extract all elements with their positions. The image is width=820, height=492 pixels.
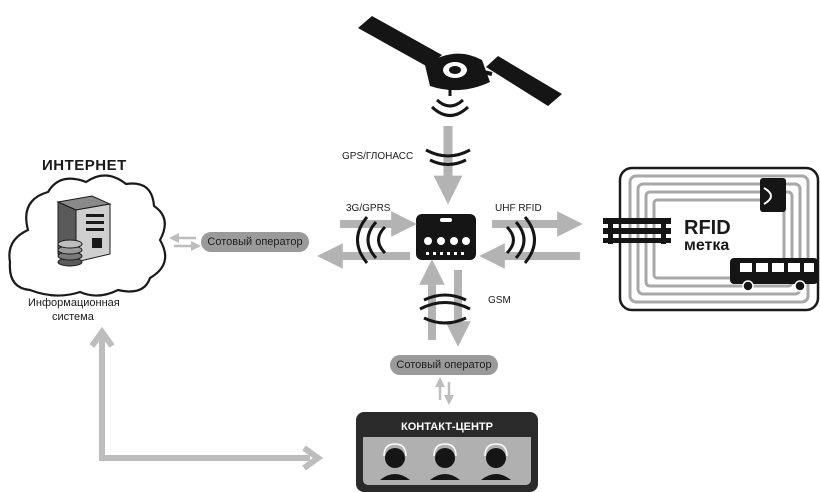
bus-icon	[730, 258, 818, 292]
internet-title: ИНТЕРНЕТ	[42, 157, 127, 174]
exchange-arrows-icon	[169, 233, 201, 251]
cellular-operator-badge: Сотовый оператор	[390, 355, 498, 375]
operator-avatar-icon	[481, 443, 511, 480]
gsm-link-label: GSM	[488, 295, 511, 306]
system-to-contact-center-arrow	[89, 326, 324, 471]
gsm-link-arrows	[419, 259, 471, 347]
3g-link-arrows	[317, 211, 417, 269]
rfid-tag-subtitle: метка	[684, 237, 730, 254]
information-system-label: Информационная	[28, 297, 120, 309]
operator-avatar-icon	[430, 443, 460, 480]
operator-avatar-icon	[380, 443, 410, 480]
rfid-tag-title: RFID	[684, 217, 731, 239]
gps-link-label: GPS/ГЛОНАСС	[342, 151, 414, 162]
exchange-arrows-vertical-icon	[435, 377, 454, 405]
uhf-link-arrows	[479, 211, 583, 269]
contact-center-title: КОНТАКТ-ЦЕНТР	[401, 421, 493, 433]
3g-link-label: 3G/GPRS	[346, 203, 391, 214]
gps-signal-arrow	[425, 126, 471, 205]
uhf-rfid-link-label: UHF RFID	[495, 203, 542, 214]
tracker-device-icon	[416, 214, 476, 260]
bench-icon	[603, 218, 671, 244]
cellular-operator-badge: Сотовый оператор	[201, 232, 309, 252]
information-system-label: система	[52, 311, 94, 323]
database-icon	[57, 239, 83, 267]
satellite-icon	[358, 16, 562, 117]
